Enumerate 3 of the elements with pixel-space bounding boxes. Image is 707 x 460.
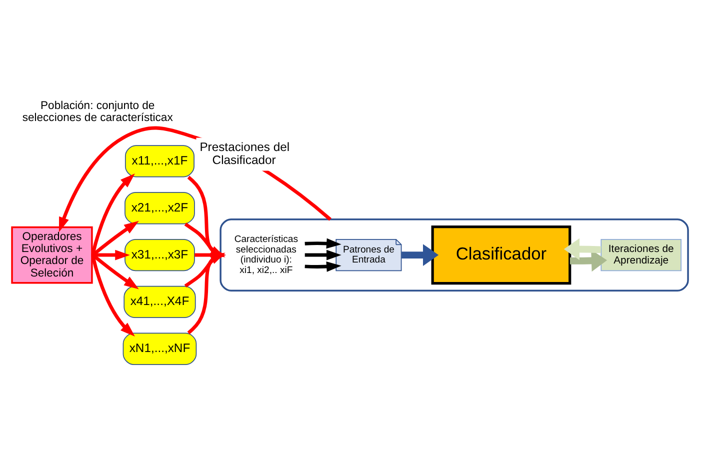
node-text: Características seleccionadas (individuo i): xi1, xi2,.. xiF [234,233,298,276]
edge-label: Prestaciones del Clasificador [200,139,290,166]
diagram-title: Población: conjunto de selecciones de característicax [22,99,173,124]
